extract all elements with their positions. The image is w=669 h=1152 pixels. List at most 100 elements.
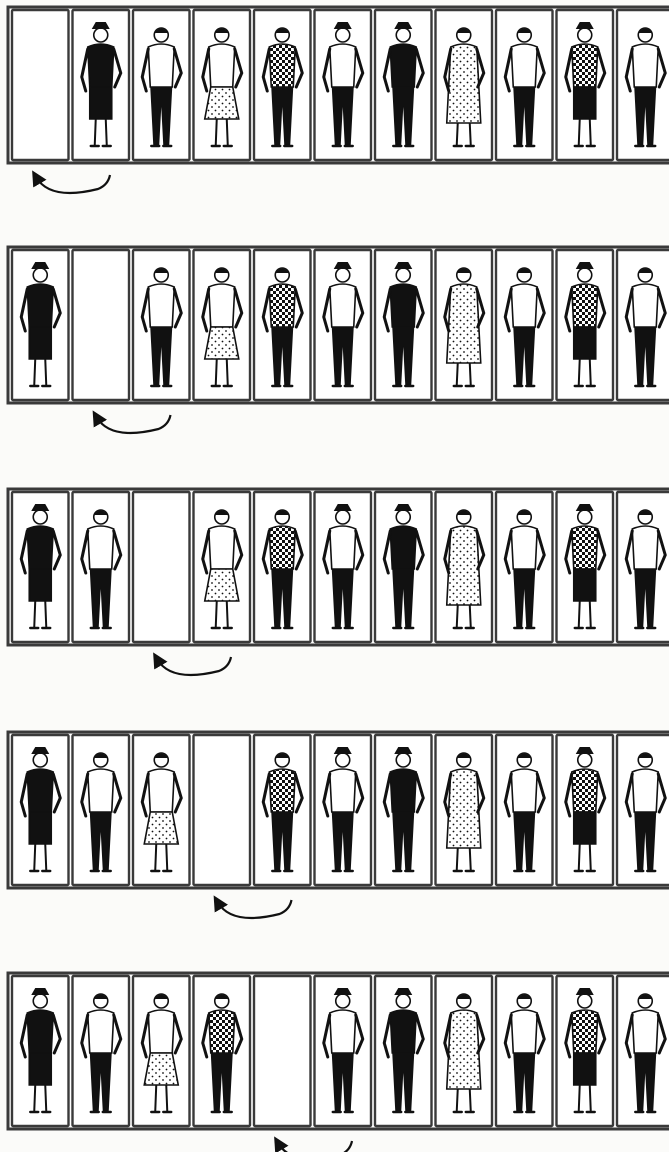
- figure-torso: [511, 1010, 537, 1053]
- slot: [12, 250, 69, 400]
- slot: [194, 10, 251, 160]
- figure-torso: [632, 284, 658, 327]
- slot: [73, 735, 130, 885]
- figure-torso: [269, 769, 295, 812]
- slot: [375, 250, 432, 400]
- slot: [315, 492, 372, 642]
- figure-torso: [511, 769, 537, 812]
- figure-torso: [330, 769, 356, 812]
- curved-arrow-icon: [97, 415, 171, 433]
- figure-torso: [148, 44, 174, 87]
- slot: [496, 250, 553, 400]
- slot: [436, 492, 493, 642]
- figure-skirt: [29, 1053, 51, 1085]
- figure-skirt: [574, 569, 596, 601]
- slot: [375, 976, 432, 1126]
- slot: [617, 250, 669, 400]
- figure-torso: [390, 1010, 416, 1053]
- empty-slot: [194, 735, 251, 885]
- slot: [133, 250, 190, 400]
- curved-arrow-icon: [218, 900, 292, 918]
- slot: [557, 250, 614, 400]
- figure-torso: [148, 769, 174, 812]
- figure-head: [336, 753, 350, 767]
- slot: [557, 976, 614, 1126]
- slot: [436, 10, 493, 160]
- figure-head: [578, 994, 592, 1008]
- row-4: [8, 732, 669, 918]
- figure-torso: [447, 44, 481, 123]
- figure-torso: [27, 1010, 53, 1053]
- slot: [133, 735, 190, 885]
- slot: [254, 10, 311, 160]
- slot: [436, 976, 493, 1126]
- slot: [375, 735, 432, 885]
- slot: [496, 735, 553, 885]
- slot: [12, 735, 69, 885]
- figure-torso: [447, 284, 481, 363]
- figure-skirt: [29, 327, 51, 359]
- figure-torso: [632, 769, 658, 812]
- figure-torso: [269, 284, 295, 327]
- slot: [375, 492, 432, 642]
- slot: [496, 10, 553, 160]
- slot: [194, 735, 251, 885]
- figure-torso: [148, 1010, 174, 1053]
- figure-torso: [330, 526, 356, 569]
- figure-torso: [447, 1010, 481, 1089]
- empty-slot: [133, 492, 190, 642]
- curved-arrow-icon: [36, 175, 110, 193]
- figure-skirt: [574, 1053, 596, 1085]
- figure-skirt: [205, 569, 239, 601]
- slot: [496, 976, 553, 1126]
- slot: [557, 492, 614, 642]
- figure-skirt: [205, 87, 239, 119]
- empty-slot: [254, 976, 311, 1126]
- figure-torso: [632, 1010, 658, 1053]
- slot: [315, 976, 372, 1126]
- row-2: [8, 247, 669, 433]
- figure-torso: [511, 284, 537, 327]
- curved-arrow-icon: [157, 657, 231, 675]
- figure-skirt: [205, 327, 239, 359]
- figure-torso: [88, 526, 114, 569]
- figure-torso: [390, 769, 416, 812]
- figure-torso: [269, 44, 295, 87]
- figure-head: [396, 28, 410, 42]
- row-3: [8, 489, 669, 675]
- slot: [254, 492, 311, 642]
- empty-slot: [12, 10, 69, 160]
- figure-torso: [511, 526, 537, 569]
- figure-torso: [632, 44, 658, 87]
- figure-head: [336, 28, 350, 42]
- figure-torso: [390, 526, 416, 569]
- figure-head: [94, 28, 108, 42]
- figure-skirt: [144, 1053, 178, 1085]
- figure-torso: [209, 284, 235, 327]
- slot: [617, 10, 669, 160]
- slot: [436, 250, 493, 400]
- figure-torso: [88, 44, 114, 87]
- slot: [73, 10, 130, 160]
- slot: [194, 250, 251, 400]
- figure-torso: [27, 769, 53, 812]
- figure-torso: [330, 284, 356, 327]
- figure-head: [578, 28, 592, 42]
- figure-torso: [330, 44, 356, 87]
- slot: [133, 976, 190, 1126]
- slot: [315, 250, 372, 400]
- figure-torso: [27, 284, 53, 327]
- figure-torso: [209, 526, 235, 569]
- figure-torso: [447, 769, 481, 848]
- figure-torso: [572, 1010, 598, 1053]
- slot: [315, 10, 372, 160]
- slot: [73, 492, 130, 642]
- slot: [12, 492, 69, 642]
- figure-torso: [88, 1010, 114, 1053]
- figure-head: [33, 994, 47, 1008]
- slot: [133, 492, 190, 642]
- slot: [73, 976, 130, 1126]
- figure-head: [336, 510, 350, 524]
- row-5: [8, 973, 669, 1152]
